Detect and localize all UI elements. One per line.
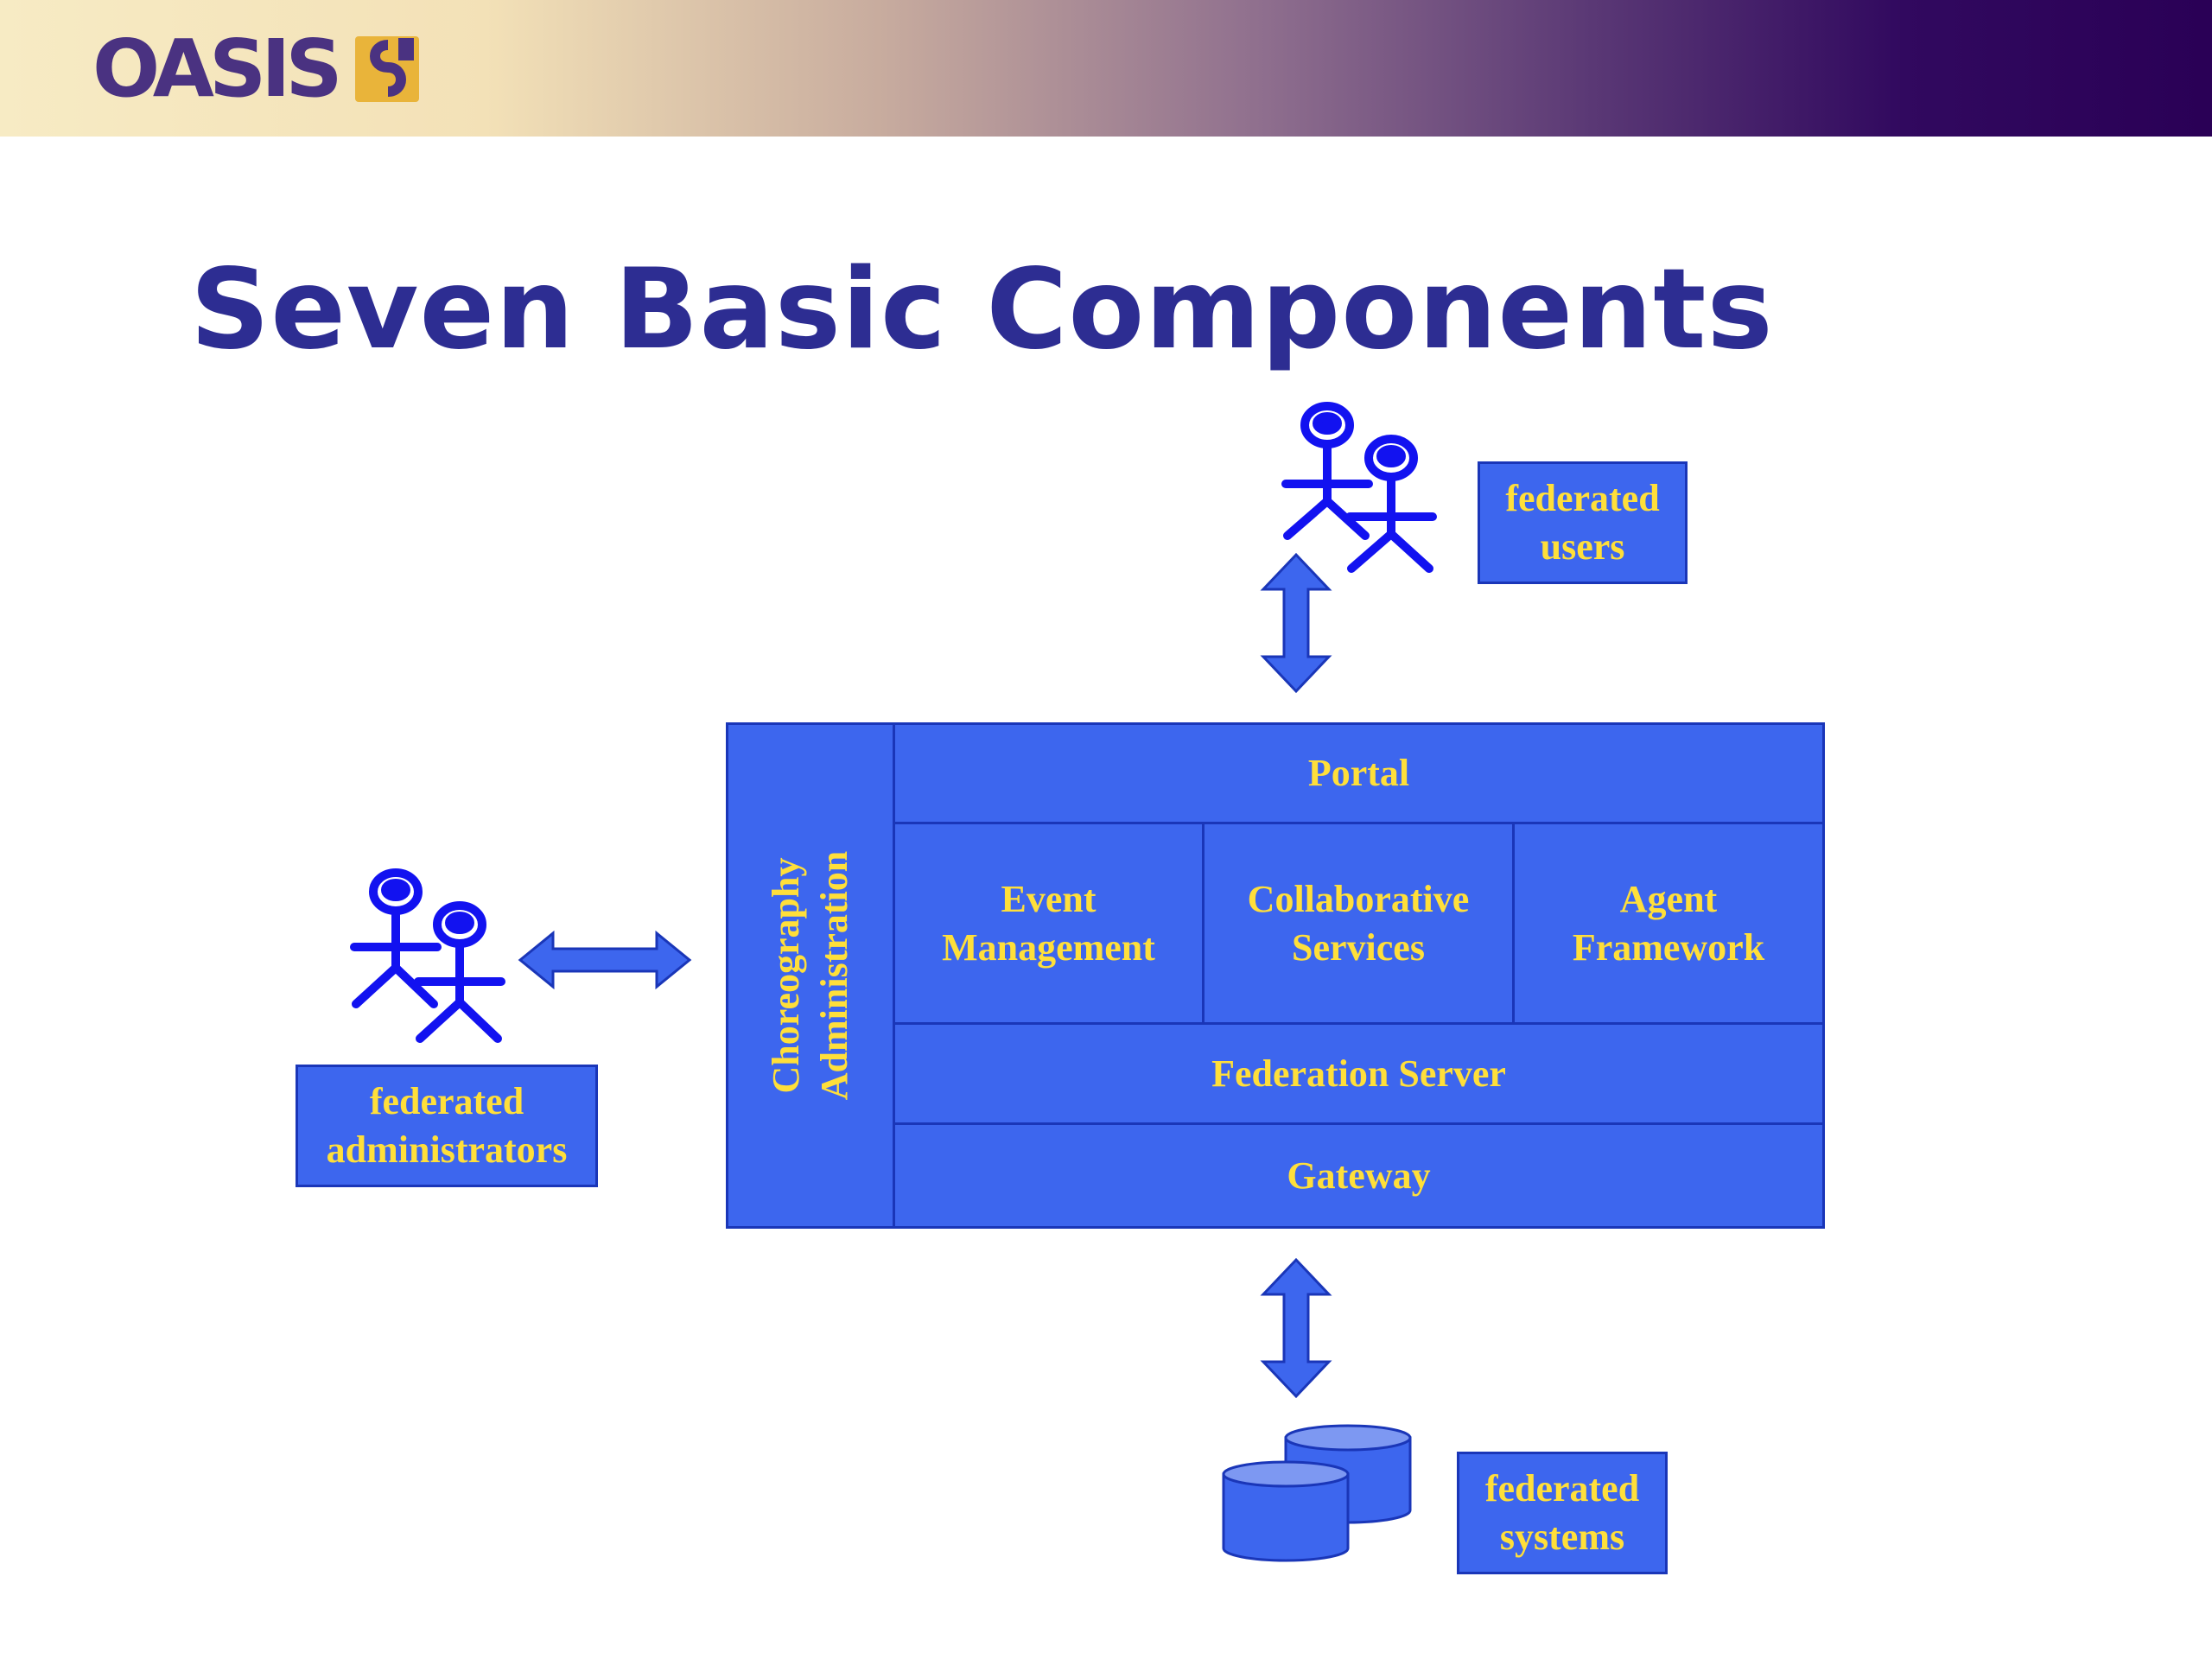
header-banner: OASIS bbox=[0, 0, 2212, 137]
federated-users-line1: federated bbox=[1505, 477, 1660, 519]
federation-server-component: Federation Server bbox=[895, 1025, 1822, 1125]
logo-text: OASIS bbox=[92, 22, 343, 115]
page-title: Seven Basic Components bbox=[190, 245, 1774, 374]
gateway-component: Gateway bbox=[895, 1125, 1822, 1226]
event-management-component: Event Management bbox=[895, 824, 1205, 1025]
platform-component-block: Choreography Administration Portal Event… bbox=[726, 722, 1825, 1229]
portal-label: Portal bbox=[1307, 752, 1410, 794]
collaborative-services-line2: Services bbox=[1292, 925, 1425, 969]
federation-server-label: Federation Server bbox=[1211, 1052, 1506, 1095]
event-management-line2: Management bbox=[942, 925, 1155, 969]
bidirectional-arrow-icon bbox=[518, 930, 692, 990]
federated-systems-label: federated systems bbox=[1457, 1452, 1668, 1574]
people-icon bbox=[350, 868, 505, 1043]
federated-users-label: federated users bbox=[1478, 461, 1688, 584]
bidirectional-arrow-icon bbox=[1260, 1257, 1332, 1399]
oasis-logo-mark-icon bbox=[354, 36, 419, 102]
choreography-line2: Administration bbox=[813, 850, 855, 1101]
choreography-administration-component: Choreography Administration bbox=[728, 725, 895, 1226]
agent-framework-line2: Framework bbox=[1572, 925, 1765, 969]
federated-administrators-line1: federated bbox=[369, 1080, 524, 1122]
people-icon bbox=[1281, 402, 1437, 573]
collaborative-services-component: Collaborative Services bbox=[1205, 824, 1515, 1025]
portal-component: Portal bbox=[895, 725, 1822, 824]
choreography-line1: Choreography bbox=[765, 857, 807, 1094]
event-management-line1: Event bbox=[1001, 877, 1096, 920]
collaborative-services-line1: Collaborative bbox=[1247, 877, 1470, 920]
oasis-logo: OASIS bbox=[92, 26, 423, 112]
agent-framework-component: Agent Framework bbox=[1515, 824, 1822, 1025]
agent-framework-line1: Agent bbox=[1619, 877, 1718, 920]
federated-systems-line1: federated bbox=[1484, 1467, 1640, 1510]
bidirectional-arrow-icon bbox=[1260, 552, 1332, 694]
gateway-label: Gateway bbox=[1287, 1154, 1431, 1197]
federated-users-line2: users bbox=[1540, 525, 1625, 568]
federated-administrators-line2: administrators bbox=[326, 1128, 568, 1171]
federated-systems-line2: systems bbox=[1499, 1516, 1625, 1558]
database-icon bbox=[1222, 1424, 1412, 1562]
federated-administrators-label: federated administrators bbox=[296, 1065, 598, 1187]
